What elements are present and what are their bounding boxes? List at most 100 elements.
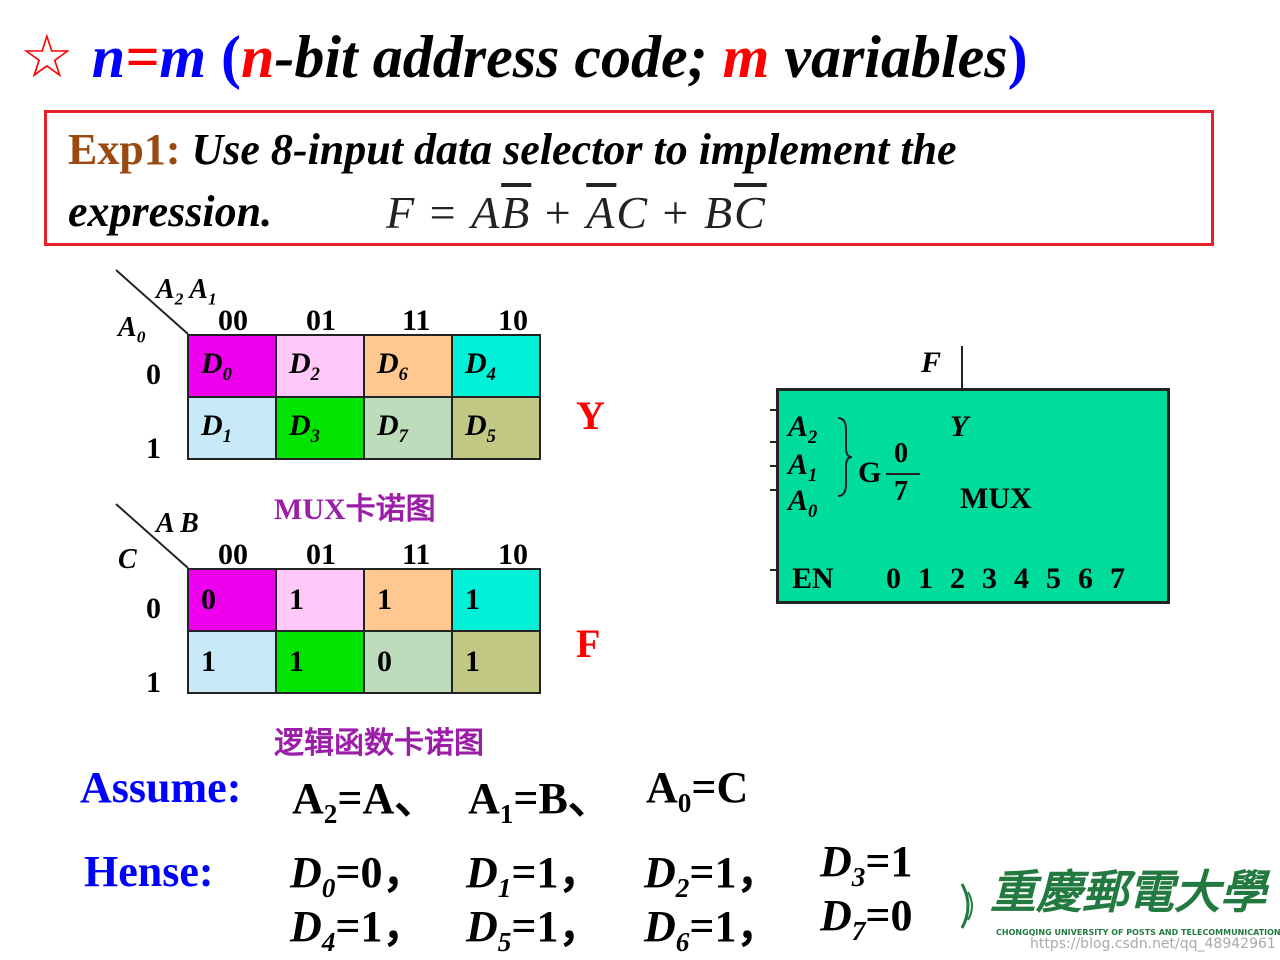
formula-term2-a: A (586, 187, 617, 238)
mux-input-a0: A0 (788, 484, 818, 522)
func-map-row-header: 1 (146, 666, 161, 699)
title-bit-text: -bit address code; (274, 24, 723, 90)
mux-y-label: Y (950, 410, 969, 443)
title-m2: m (722, 24, 770, 90)
hense-label: Hense: (84, 847, 214, 896)
mux-map-col-header: 00 (218, 304, 248, 337)
hense-d6: D6=1， (644, 902, 781, 957)
mux-data-input: 0 (886, 562, 901, 595)
formula: F = AB + AC + BC (386, 186, 767, 239)
mux-map-diagonal (115, 269, 189, 335)
hense-d1: D1=1， (466, 848, 603, 903)
func-map-col-vars: A B (156, 508, 199, 539)
brace-icon (837, 417, 853, 497)
mux-map-cell: D1 (187, 396, 277, 460)
func-map-cell: 1 (187, 630, 277, 694)
mux-map-col-header: 11 (402, 304, 431, 337)
example-label: Exp1: (68, 125, 181, 174)
mux-map-cell: D4 (451, 334, 541, 398)
formula-plus1: + (531, 187, 587, 238)
example-text2: expression. (68, 187, 273, 236)
mux-map-output-label: Y (576, 393, 605, 438)
mux-map-row-var: A0 (118, 312, 146, 347)
formula-plus2: + (649, 187, 704, 238)
func-map-cell: 1 (363, 568, 453, 632)
hense-d3: D3=1 (820, 837, 913, 892)
mux-data-input: 4 (1014, 562, 1029, 595)
mux-map-col-header: 10 (498, 304, 528, 337)
func-map-col-header: 01 (306, 538, 336, 571)
func-map-cell: 1 (275, 568, 365, 632)
example-text1: Use 8-input data selector to implement t… (191, 125, 957, 174)
mux-g-label: G (858, 456, 882, 489)
func-map-output-label: F (576, 621, 601, 666)
func-map-col-header: 10 (498, 538, 528, 571)
mux-map-cell: D2 (275, 334, 365, 398)
mux-output-label: F (921, 346, 942, 379)
title-n: n (91, 24, 126, 90)
title-n2: n (241, 24, 275, 90)
example-line1: Exp1: Use 8-input data selector to imple… (68, 124, 957, 175)
mux-karnaugh-map: D0 D2 D6 D4 D1 D3 D7 D5 (187, 334, 541, 460)
formula-lhs: F (386, 187, 417, 238)
mux-map-col-header: 01 (306, 304, 336, 337)
formula-term3-b: C (734, 187, 767, 238)
mux-en-label: EN (792, 562, 834, 595)
assume-a2: A2=A、 (292, 774, 439, 829)
formula-term1-b: B (501, 187, 532, 238)
formula-term2-b: C (616, 187, 650, 238)
mux-data-input: 1 (918, 562, 933, 595)
mux-map-col-vars: A2 A1 (156, 274, 217, 309)
mux-input-a2: A2 (788, 410, 818, 448)
title-m: m (159, 24, 207, 90)
hense-d4: D4=1， (290, 902, 427, 957)
mux-map-caption: MUX卡诺图 (274, 493, 436, 526)
example-box (44, 110, 1214, 246)
hense-d7: D7=0 (820, 891, 913, 946)
title-var-text: variables (769, 24, 1008, 90)
func-map-cell: 0 (187, 568, 277, 632)
formula-term3-a: B (703, 187, 735, 238)
mux-data-input: 5 (1046, 562, 1061, 595)
func-map-col-header: 11 (402, 538, 431, 571)
mux-wires (770, 346, 963, 571)
func-map-diagonal (115, 503, 189, 569)
page-title: ☆n=m (n-bit address code; m variables) (20, 22, 1028, 92)
logo-emblem-icon (960, 883, 973, 929)
mux-map-row-header: 0 (146, 358, 161, 391)
function-karnaugh-map: 0 1 1 1 1 1 0 1 (187, 568, 541, 694)
fraction-bar (886, 473, 920, 475)
mux-map-cell: D6 (363, 334, 453, 398)
formula-term1-a: A (471, 187, 502, 238)
func-map-cell: 1 (275, 630, 365, 694)
func-map-row-header: 0 (146, 592, 161, 625)
mux-data-input: 6 (1078, 562, 1093, 595)
mux-map-cell: D0 (187, 334, 277, 398)
func-map-cell: 0 (363, 630, 453, 694)
mux-data-input: 3 (982, 562, 997, 595)
mux-map-row-header: 1 (146, 432, 161, 465)
hense-d2: D2=1， (644, 848, 781, 903)
formula-eq: = (416, 187, 472, 238)
watermark: https://blog.csdn.net/qq_48942961 (1030, 936, 1276, 952)
star-icon: ☆ (20, 24, 74, 90)
mux-map-cell: D5 (451, 396, 541, 460)
title-rparen: ) (1007, 24, 1028, 90)
func-map-cell: 1 (451, 630, 541, 694)
hense-d5: D5=1， (466, 902, 603, 957)
mux-data-input: 7 (1110, 562, 1125, 595)
assume-a1: A1=B、 (468, 774, 612, 829)
title-eq: = (125, 24, 160, 90)
func-map-cell: 1 (451, 568, 541, 632)
mux-name: MUX (960, 482, 1032, 515)
func-map-caption: 逻辑函数卡诺图 (274, 727, 484, 760)
mux-input-a1: A1 (788, 448, 818, 486)
mux-g-bottom: 7 (894, 476, 908, 507)
mux-map-cell: D7 (363, 396, 453, 460)
title-lparen: ( (221, 24, 242, 90)
mux-g-top: 0 (894, 438, 908, 469)
assume-a0: A0=C (646, 763, 749, 818)
university-logo: 重慶郵電大學 (990, 865, 1266, 919)
func-map-col-header: 00 (218, 538, 248, 571)
mux-map-cell: D3 (275, 396, 365, 460)
